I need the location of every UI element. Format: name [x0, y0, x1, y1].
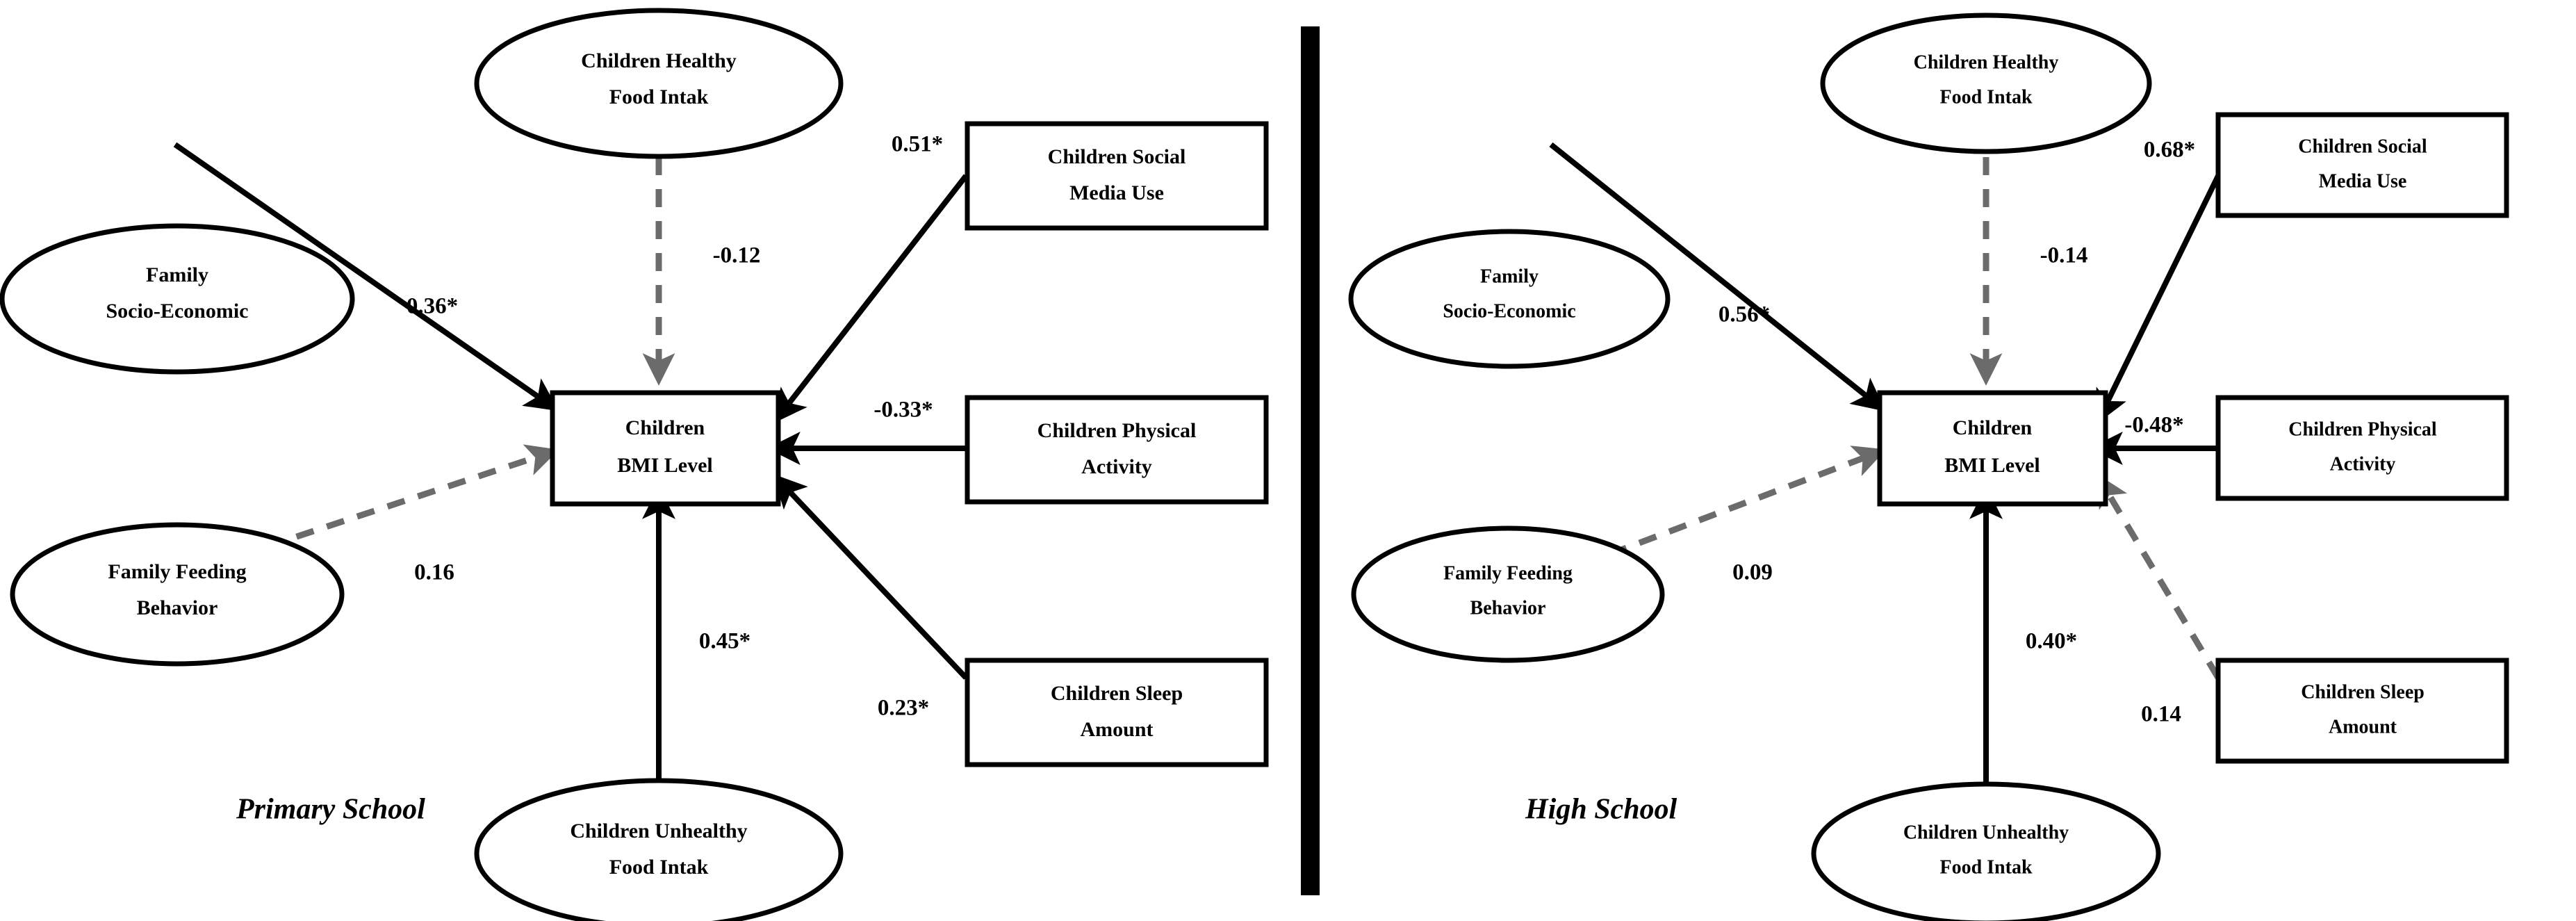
node-label-line1: Children Unhealthy [1903, 822, 2069, 843]
coef-primary-healthy-food: -0.12 [713, 243, 761, 268]
coef-primary-social-media: 0.51* [892, 132, 943, 157]
coef-high-unhealthy-food: 0.40* [2026, 629, 2077, 654]
node-label-line2: Amount [1080, 718, 1153, 741]
edge-socialmedia-to-bmi [773, 174, 969, 423]
node-label-line2: Socio-Economic [1443, 300, 1575, 322]
node-label-line1: Children Healthy [581, 49, 737, 72]
panel-title-primary-school: Primary School [236, 794, 425, 826]
node-label-line2: Media Use [2319, 170, 2407, 192]
node-label-line2: Food Intak [1939, 86, 2032, 108]
node-label-line1: Children [1953, 416, 2033, 439]
edge-sleepamount-to-bmi [2096, 473, 2221, 680]
node-high-children-healthy-food-intak[interactable]: Children Healthy Food Intak [1820, 13, 2152, 154]
node-label-line1: Children Physical [2288, 418, 2437, 440]
node-primary-children-social-media-use[interactable]: Children Social Media Use [965, 121, 1269, 231]
node-label-line2: Socio-Economic [106, 300, 249, 323]
node-high-children-physical-activity[interactable]: Children Physical Activity [2215, 395, 2509, 501]
node-label-line1: Family Feeding [108, 560, 246, 583]
node-primary-children-sleep-amount[interactable]: Children Sleep Amount [965, 658, 1269, 767]
node-label-line1: Children Social [1048, 145, 1186, 168]
node-high-family-socioeconomic[interactable]: Family Socio-Economic [1348, 229, 1671, 369]
edge-sleepamount-to-bmi [773, 473, 968, 680]
node-label-line2: BMI Level [617, 454, 712, 477]
edge-socioeconomic-to-bmi [173, 142, 559, 411]
panel-divider [1301, 26, 1320, 895]
node-label-line2: Food Intak [609, 856, 709, 879]
node-label-line1: Family [1480, 266, 1539, 287]
coef-high-physical-activity: -0.48* [2124, 413, 2183, 438]
coef-primary-unhealthy-food: 0.45* [699, 629, 750, 654]
node-label-line1: Children Social [2298, 136, 2427, 157]
node-label-line1: Family Feeding [1443, 562, 1573, 584]
edge-group-high [1548, 125, 2221, 803]
coef-high-feeding-behavior: 0.09 [1732, 560, 1773, 585]
panel-title-high-school: High School [1525, 794, 1677, 826]
node-label-line2: Behavior [1470, 597, 1546, 619]
node-label-line1: Children Healthy [1914, 51, 2059, 73]
node-label-line2: Activity [2330, 453, 2396, 475]
node-primary-children-physical-activity[interactable]: Children Physical Activity [965, 395, 1269, 505]
node-primary-children-unhealthy-food-intak[interactable]: Children Unhealthy Food Intak [474, 778, 844, 921]
edge-socialmedia-to-bmi [2096, 174, 2221, 425]
coef-high-social-media: 0.68* [2144, 138, 2195, 163]
node-label-line1: Family [146, 263, 208, 286]
node-high-family-feeding-behavior[interactable]: Family Feeding Behavior [1351, 525, 1665, 663]
edge-socioeconomic-to-bmi [1549, 142, 1886, 411]
node-label-line1: Children Sleep [1051, 682, 1183, 705]
coef-primary-sleep-amount: 0.23* [878, 696, 929, 721]
coef-high-healthy-food: -0.14 [2040, 243, 2088, 268]
node-label-line2: Food Intak [1939, 856, 2032, 878]
coef-primary-socioeconomic: 0.36* [407, 294, 458, 319]
node-label-line2: Behavior [137, 596, 218, 619]
node-label-line2: Media Use [1069, 181, 1164, 204]
coef-primary-physical-activity: -0.33* [873, 398, 933, 423]
coef-high-sleep-amount: 0.14 [2141, 702, 2181, 727]
coef-primary-feeding-behavior: 0.16 [414, 560, 454, 585]
node-label-line2: Amount [2329, 716, 2397, 737]
node-primary-bmi[interactable]: Children BMI Level [550, 390, 781, 507]
node-high-bmi[interactable]: Children BMI Level [1877, 390, 2108, 507]
node-high-children-unhealthy-food-intak[interactable]: Children Unhealthy Food Intak [1811, 781, 2161, 921]
node-primary-family-socioeconomic[interactable]: Family Socio-Economic [0, 223, 355, 375]
node-label-line1: Children Unhealthy [570, 820, 747, 842]
node-primary-children-healthy-food-intak[interactable]: Children Healthy Food Intak [474, 8, 844, 159]
coef-high-socioeconomic: 0.56* [1718, 302, 1770, 327]
node-high-children-sleep-amount[interactable]: Children Sleep Amount [2215, 658, 2509, 764]
node-label-line1: Children Physical [1037, 419, 1197, 442]
node-label-line1: Children [625, 416, 705, 439]
node-high-children-social-media-use[interactable]: Children Social Media Use [2215, 112, 2509, 218]
node-label-line2: Activity [1081, 455, 1152, 478]
node-label-line1: Children Sleep [2301, 681, 2425, 703]
node-primary-family-feeding-behavior[interactable]: Family Feeding Behavior [10, 522, 345, 667]
node-label-line2: Food Intak [609, 85, 709, 108]
node-label-line2: BMI Level [1944, 454, 2040, 477]
edge-feeding-to-bmi [1548, 446, 1887, 580]
